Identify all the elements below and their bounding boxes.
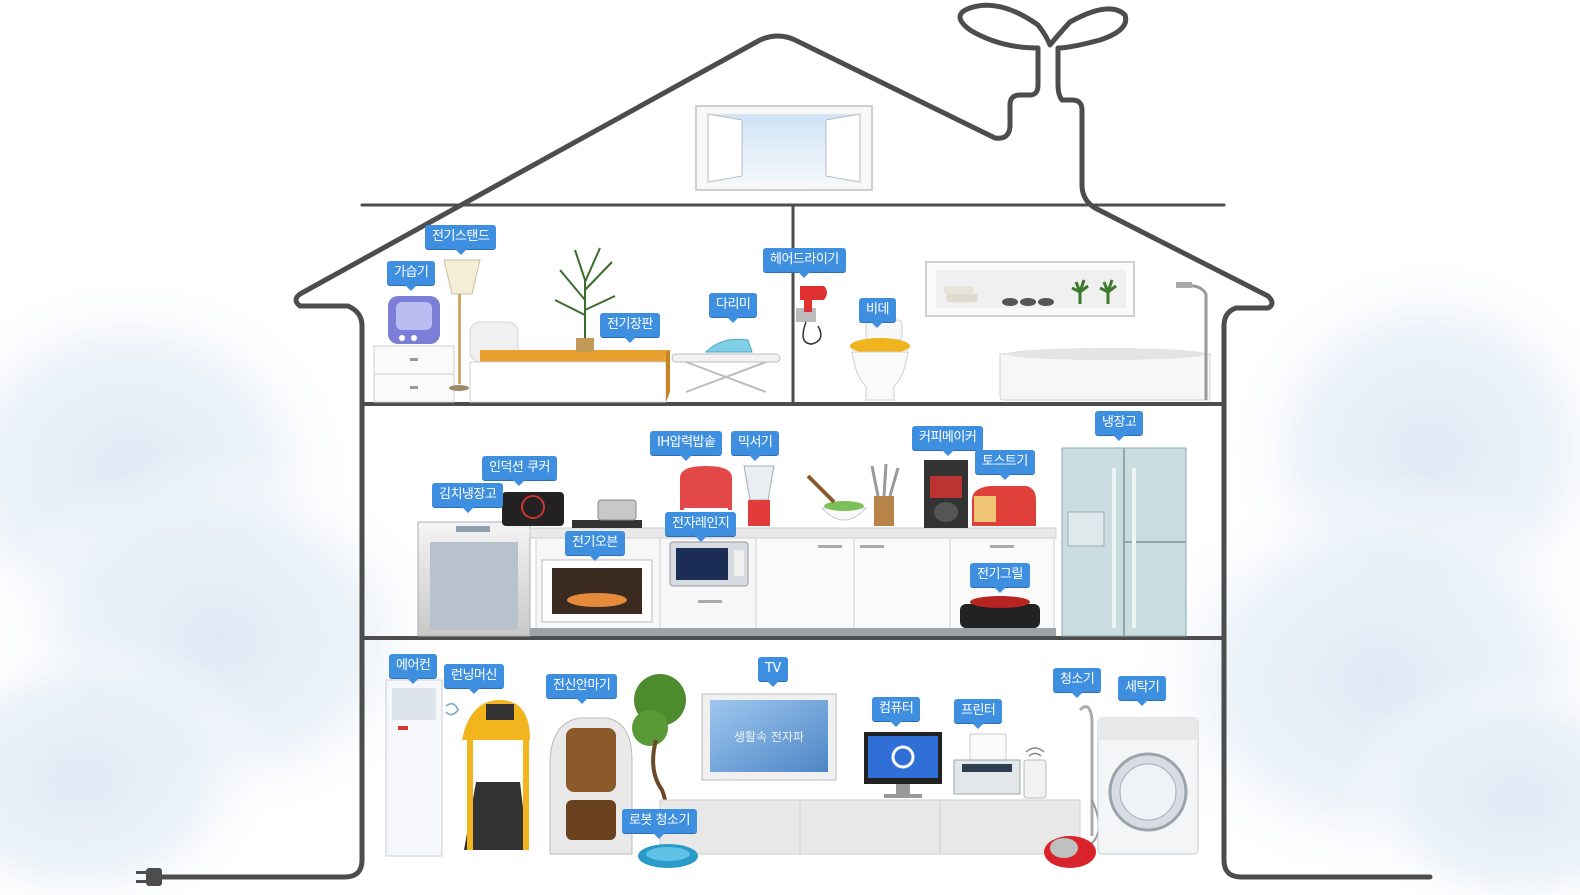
label-toaster[interactable]: 토스트기: [975, 450, 1035, 480]
plug-icon: [136, 868, 162, 886]
label-tv[interactable]: TV: [758, 657, 788, 687]
tall-plant: [554, 247, 616, 345]
attic-window: [695, 105, 873, 191]
label-electric-stand[interactable]: 전기스탠드: [425, 225, 497, 255]
label-humidifier[interactable]: 가습기: [387, 261, 436, 291]
toilet: [850, 319, 910, 401]
label-ih-rice-cooker[interactable]: IH압력밥솥: [650, 431, 723, 461]
label-iron[interactable]: 다리미: [709, 293, 758, 323]
label-treadmill[interactable]: 런닝머신: [444, 664, 504, 694]
humidifier-appliance: [388, 296, 440, 344]
bed: [469, 321, 670, 403]
bedroom: [373, 247, 781, 403]
label-mixer[interactable]: 믹서기: [731, 431, 780, 461]
label-fridge[interactable]: 냉장고: [1095, 411, 1144, 441]
label-printer[interactable]: 프린터: [954, 699, 1003, 729]
label-massage-chair[interactable]: 전신안마기: [546, 674, 618, 704]
label-vacuum[interactable]: 청소기: [1053, 668, 1102, 698]
label-heat-mat[interactable]: 전기장판: [600, 313, 660, 343]
label-robot-vacuum[interactable]: 로봇 청소기: [622, 809, 697, 839]
label-bidet[interactable]: 비데: [859, 298, 896, 328]
label-induction[interactable]: 인덕션 쿠커: [482, 456, 557, 486]
bathtub: [999, 282, 1211, 401]
label-oven[interactable]: 전기오븐: [565, 531, 625, 561]
kitchen: [417, 447, 1187, 637]
bathroom: [796, 261, 1211, 401]
label-aircon[interactable]: 에어컨: [389, 654, 438, 684]
floor-lamp: [443, 259, 481, 391]
ironing-board: [671, 338, 781, 393]
label-coffee-maker[interactable]: 커피메이커: [912, 426, 984, 456]
living-room: 생활속 전자파: [385, 674, 1199, 868]
tv-screen-text: 생활속 전자파: [734, 730, 804, 744]
bathroom-shelf: [925, 261, 1135, 317]
label-grill[interactable]: 전기그릴: [970, 563, 1030, 593]
label-computer[interactable]: 컴퓨터: [872, 697, 921, 727]
house-outline: [147, 2, 1433, 880]
label-hairdryer[interactable]: 헤어드라이기: [763, 248, 846, 278]
label-washer[interactable]: 세탁기: [1118, 676, 1167, 706]
cloud-background: [0, 250, 1580, 895]
hairdryer-appliance: [796, 286, 827, 345]
label-microwave[interactable]: 전자레인지: [665, 512, 737, 542]
label-kimchi-fridge[interactable]: 김치냉장고: [432, 483, 504, 513]
